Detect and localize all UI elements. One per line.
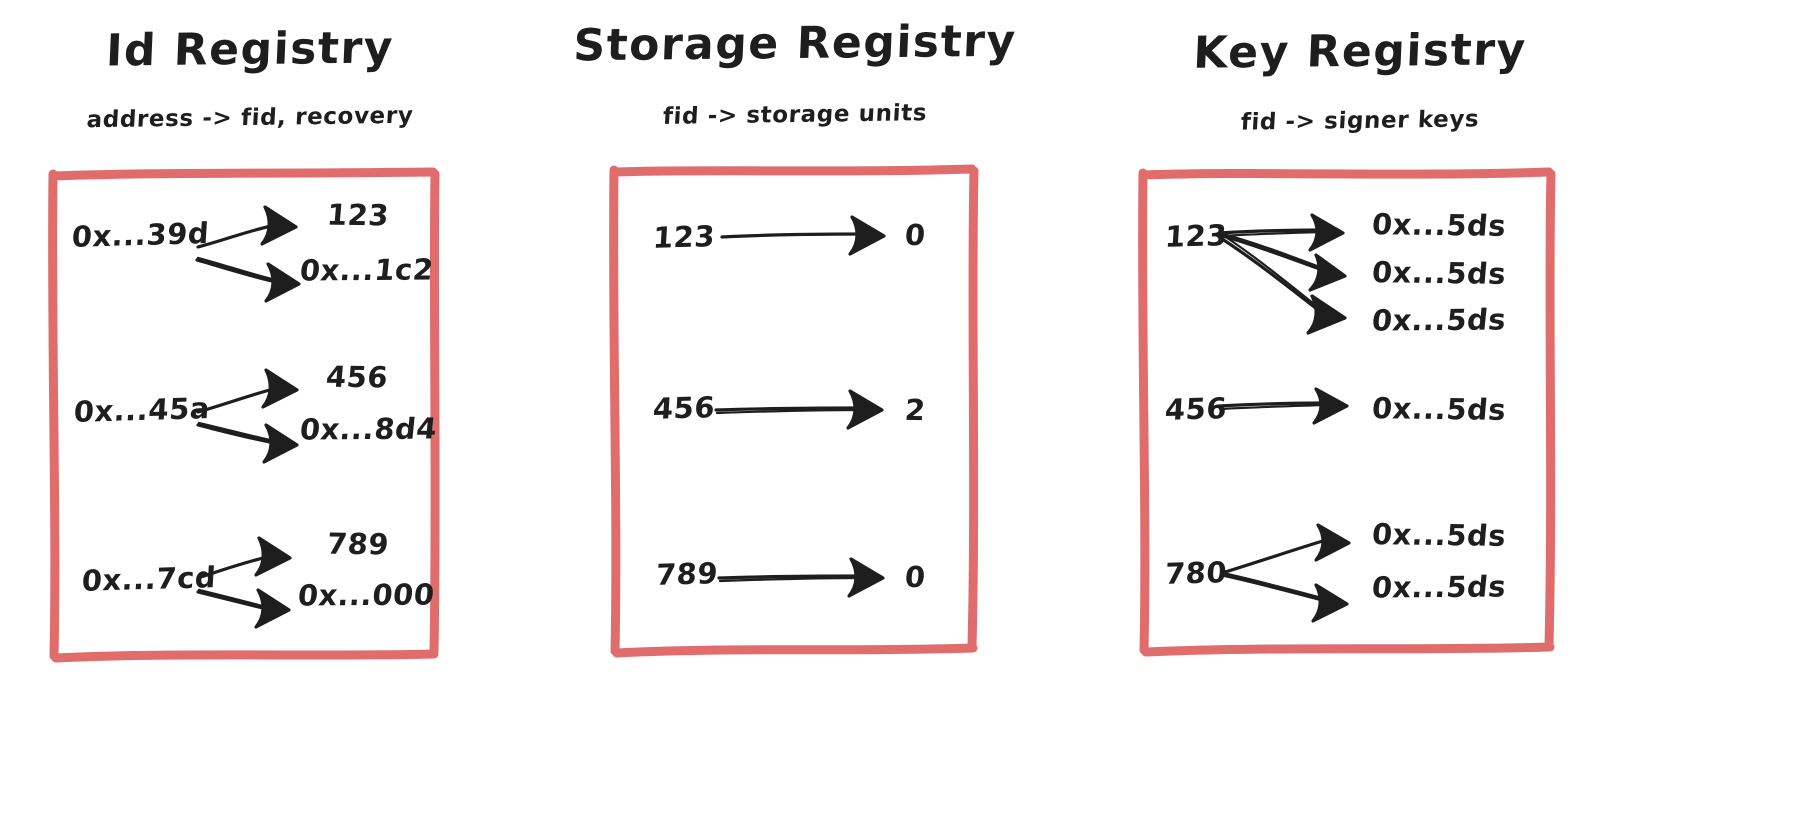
key-target-2-1: 0x...5ds [1370,569,1508,605]
storage-source-1: 456 [651,390,717,426]
panel-subtitle-storage-registry: fid -> storage units [662,100,928,130]
key-source-0: 123 [1163,218,1229,254]
panel-title-key-registry: Key Registry [1192,24,1528,79]
key-target-0-1: 0x...5ds [1370,255,1508,291]
panel-subtitle-id-registry: address -> fid, recovery [85,102,415,134]
id-target-1-0: 456 [324,359,390,395]
panel-subtitle-key-registry: fid -> signer keys [1240,106,1480,136]
storage-target-1-0: 2 [903,392,928,428]
storage-source-2: 789 [654,556,720,592]
panel-key-registry: Key Registry fid -> signer keys 123 0x..… [1090,0,1630,838]
storage-target-0-0: 0 [903,217,928,253]
key-target-0-2: 0x...5ds [1370,302,1508,338]
registry-box-id-registry [40,160,450,670]
id-target-2-1: 0x...000 [296,577,437,613]
panel-storage-registry: Storage Registry fid -> storage units 12… [560,0,1030,838]
storage-source-0: 123 [651,219,717,255]
key-target-2-0: 0x...5ds [1370,517,1508,553]
registry-box-storage-registry [602,160,987,660]
id-source-1: 0x...45a [72,391,212,429]
key-target-1-0: 0x...5ds [1370,391,1508,427]
storage-target-2-0: 0 [903,559,928,595]
key-source-1: 456 [1163,391,1229,427]
panel-id-registry: Id Registry address -> fid, recovery 0x.… [0,0,500,838]
panel-title-id-registry: Id Registry [105,22,395,77]
id-target-1-1: 0x...8d4 [298,411,439,447]
registry-box-key-registry [1132,163,1562,659]
id-target-2-0: 789 [325,526,391,562]
key-target-0-0: 0x...5ds [1370,207,1508,243]
id-source-2: 0x...7cd [80,560,218,598]
id-target-0-1: 0x...1c2 [298,252,436,288]
key-source-2: 780 [1163,555,1229,591]
panel-title-storage-registry: Storage Registry [572,15,1018,72]
id-source-0: 0x...39d [70,216,211,254]
id-target-0-0: 123 [325,197,391,233]
